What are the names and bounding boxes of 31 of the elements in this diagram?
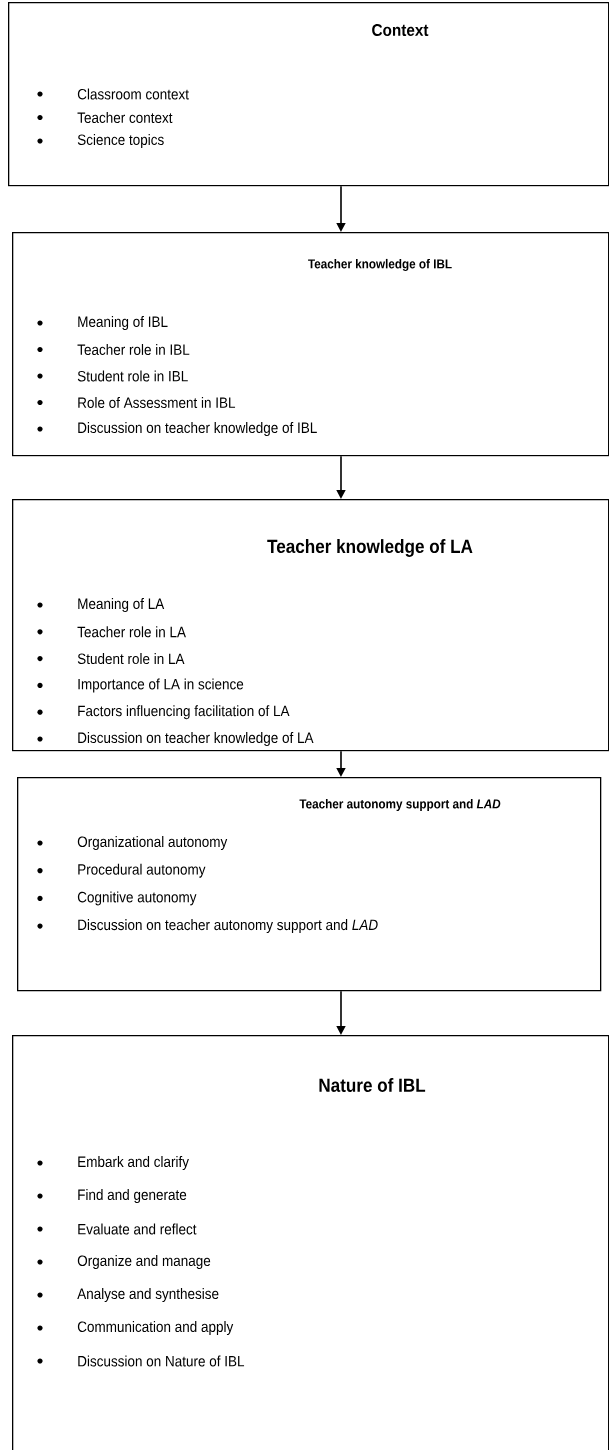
box-heading: Teacher autonomy support and LAD — [299, 798, 501, 812]
bullet-item: Procedural autonomy — [78, 863, 206, 878]
bullet-item: Cognitive autonomy — [77, 891, 197, 906]
box-heading: Teacher knowledge of LA — [267, 539, 473, 557]
bullet-item: Classroom context — [77, 88, 189, 100]
box-heading: Nature of IBL — [319, 1078, 426, 1092]
bullet-item: Analyse and synthesise — [77, 1288, 219, 1302]
bullet-item: Organize and manage — [77, 1255, 211, 1269]
arrow — [336, 455, 346, 499]
bullet-item: Discussion on teacher knowledge of LA — [78, 732, 314, 746]
bullet-item: Teacher role in IBL — [77, 344, 190, 355]
box-heading: Context — [372, 24, 429, 37]
bullet-item: Discussion on teacher autonomy support and LAD — [78, 919, 378, 934]
bullet-item: Evaluate and reflect — [78, 1223, 197, 1235]
bullet-item: Importance of LA in science — [78, 678, 244, 693]
bullet-item: Communication and apply — [77, 1321, 234, 1335]
bullet-item: Factors influencing facilitation of LA — [78, 705, 290, 720]
bullet-item: Organizational autonomy — [77, 836, 228, 850]
bullet-item: Teacher role in LA — [77, 626, 186, 638]
bullet-item: Student role in IBL — [77, 370, 188, 382]
bullet-item: Meaning of LA — [78, 598, 165, 612]
box-heading: Teacher knowledge of IBL — [308, 258, 452, 272]
bullet-item: Meaning of IBL — [78, 316, 168, 330]
bullet-item: Student role in LA — [77, 653, 185, 665]
bullet-item: Teacher context — [77, 112, 173, 123]
bullet-item: Discussion on Nature of IBL — [78, 1355, 245, 1367]
bullet-item: Find and generate — [78, 1189, 187, 1203]
bullet-item: Embark and clarify — [78, 1156, 189, 1170]
bullet-item: Role of Assessment in IBL — [78, 397, 236, 408]
bullet-item: Discussion on teacher knowledge of IBL — [78, 422, 317, 436]
bullet-item: Science topics — [77, 134, 164, 148]
